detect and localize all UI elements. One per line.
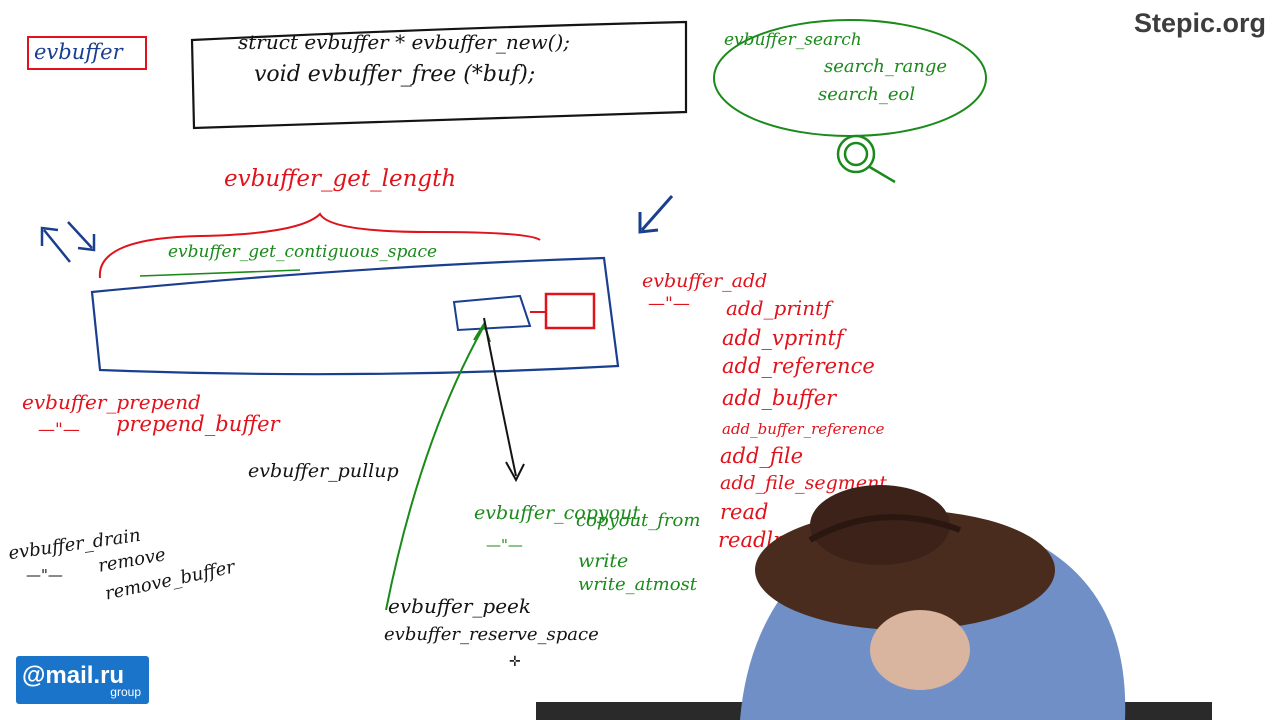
peek-label: evbuffer_peek [388,594,531,618]
presenter-image [740,485,1126,720]
copyout-from-label: copyout_from [576,510,701,531]
magnifier-icon [836,134,896,184]
reserve-space-label: evbuffer_reserve_space [384,624,599,645]
copyout-ditto: —"— [486,536,523,554]
add-vprintf-label: add_vprintf [722,326,844,350]
add-file-label: add_file [720,444,804,468]
buffer-box [90,256,620,376]
add-buffer-label: add_buffer [722,386,837,410]
add-printf-label: add_printf [726,296,831,320]
add-label: evbuffer_add [642,270,768,292]
inner-chunk [452,294,532,332]
crosshair-cursor-icon: ✛ [509,654,521,670]
code-line-1: struct evbuffer * evbuffer_new(); [238,30,571,54]
search-range-label: search_range [824,56,948,77]
add-reference-label: add_reference [722,354,875,378]
add-file-segment-label: add_file_segment [720,472,887,494]
search-eol-label: search_eol [818,84,916,105]
copyout-label: evbuffer_copyout [474,502,640,524]
code-line-2: void evbuffer_free (*buf); [254,62,536,87]
code-box [190,20,688,130]
title-box [27,36,147,70]
prepend-ditto: —"— [38,420,80,440]
length-brace [98,212,541,279]
mailru-logo-sub: group [110,685,141,699]
red-chunk [544,292,596,330]
drain-ditto: —"— [26,566,63,584]
prepend-buffer-label: prepend_buffer [116,412,280,436]
copyout-arrow [483,317,525,483]
stepic-logo: Stepic.org [1133,8,1266,38]
add-ditto: —"— [648,294,690,314]
pullup-label: evbuffer_pullup [248,460,399,482]
prepend-label: evbuffer_prepend [22,390,201,414]
search-label: evbuffer_search [724,30,862,50]
mailru-logo: @mail.ru group [16,656,149,704]
contiguous-label: evbuffer_get_contiguous_space [168,242,438,262]
write-atmost-label: write_atmost [578,574,697,595]
mailru-logo-main: @mail.ru [22,662,125,689]
add-buffer-reference-label: add_buffer_reference [722,420,885,438]
get-length-label: evbuffer_get_length [224,166,457,192]
arrow-down-left-icon [638,195,674,234]
board-title: evbuffer [34,40,123,64]
read-label: read [720,500,769,524]
write-label: write [578,550,629,572]
peek-arrow [385,321,491,611]
arrow-pair-icon [40,221,96,263]
